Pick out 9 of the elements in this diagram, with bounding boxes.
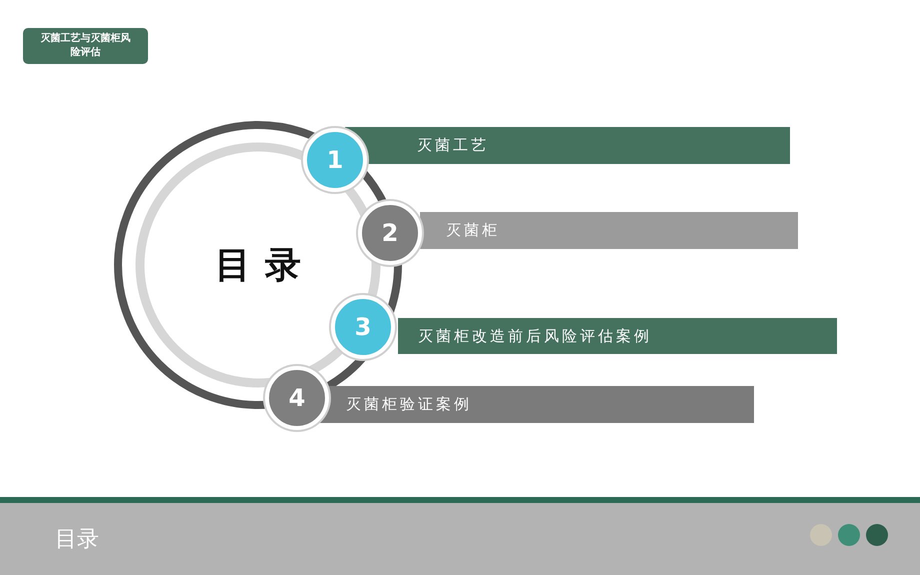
menu-bar: 灭菌柜改造前后风险评估案例 — [398, 318, 837, 354]
heading-text: 目录 — [215, 242, 315, 288]
number-circle: 2 — [358, 201, 422, 265]
menu-bar: 灭菌柜验证案例 — [320, 386, 754, 423]
footer-label: 目录 — [55, 526, 99, 554]
menu-bar: 灭菌柜 — [420, 212, 798, 249]
number-circle: 4 — [265, 366, 329, 430]
title-badge: 灭菌工艺与灭菌柜风险评估 — [23, 28, 148, 64]
menu-bar: 灭菌工艺 — [345, 127, 790, 164]
